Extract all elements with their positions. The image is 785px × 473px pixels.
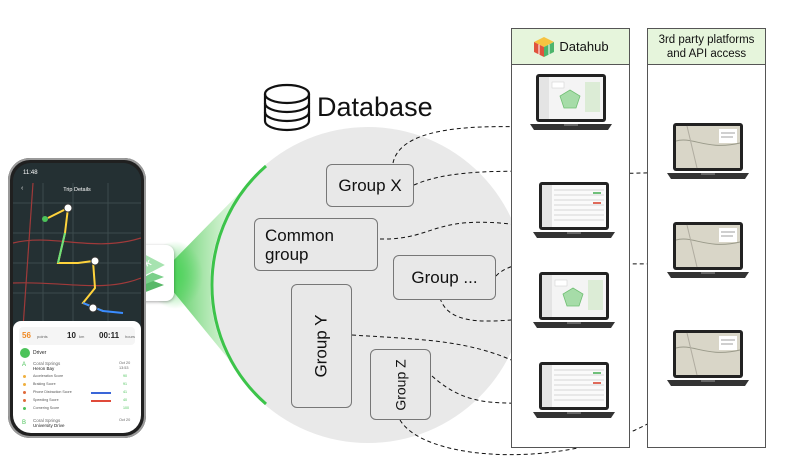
datahub-laptop-1-icon [530, 72, 612, 139]
score-name: Speeding Score [33, 398, 59, 402]
connector-groupx-datahub1 [392, 123, 527, 164]
group-y-box: Group Y [291, 284, 352, 408]
database-circle-rim [210, 164, 267, 406]
group-dots-box: Group ... [393, 255, 496, 300]
duration-unit: hours [125, 334, 136, 339]
duration-value: 00:11 [99, 331, 120, 340]
score-row: Speeding Score 40 [13, 397, 141, 405]
score-row: Cornering Score 100 [13, 405, 141, 413]
score-value: 41 [123, 390, 127, 394]
thirdparty-laptop-3-icon [667, 328, 749, 395]
phone-time: 11:48 [23, 170, 38, 176]
distance-unit: km [79, 334, 85, 339]
score-name: Acceleration Score [33, 374, 64, 378]
score-value: 100 [123, 406, 129, 410]
trip-stats-bar: 56 points 10 km 00:11 hours [19, 327, 135, 345]
score-value: 40 [123, 398, 127, 402]
points-label: points [37, 334, 48, 339]
driver-icon [20, 348, 30, 358]
common-group-label: Common group [265, 225, 334, 264]
score-name: Braking Score [33, 382, 56, 386]
start-place: Coral Springs [33, 361, 61, 366]
score-bar [91, 400, 111, 402]
end-date: Oct 20 [119, 418, 131, 422]
datahub-laptop-2-icon [533, 180, 615, 247]
score-dot-icon [23, 391, 26, 394]
group-dots-label: Group ... [411, 267, 478, 287]
database-label: Database [317, 92, 433, 122]
trip-map [13, 163, 141, 328]
trip-summary-sheet: 56 points 10 km 00:11 hours Driver A Cor… [13, 321, 141, 433]
trip-route [47, 206, 104, 312]
third-party-header: 3rd party platforms and API access [648, 29, 765, 65]
third-party-title: 3rd party platforms and API access [658, 33, 755, 60]
start-marker: A [22, 362, 27, 368]
database-icon [263, 83, 311, 132]
end-street: University Drive [33, 423, 65, 428]
group-z-label: Group Z [392, 358, 409, 411]
score-row: Phone Distraction Score 41 [13, 389, 141, 397]
datahub-logo-icon [534, 36, 555, 57]
start-street: Heron Bay [33, 366, 55, 371]
start-time: 13:53 [119, 366, 129, 370]
distance-value: 10 [67, 331, 76, 340]
connector-common-datahub2 [379, 221, 542, 240]
score-name: Phone Distraction Score [33, 390, 72, 394]
common-group-box: Common group [254, 218, 378, 271]
score-dot-icon [23, 383, 26, 386]
points-value: 56 [22, 331, 31, 340]
start-date: Oct 20 [119, 361, 131, 365]
datahub-laptop-4-icon [533, 360, 615, 427]
datahub-laptop-3-icon [533, 270, 615, 337]
score-dot-icon [23, 407, 26, 410]
end-place: Coral Springs [33, 418, 61, 423]
score-name: Cornering Score [33, 406, 60, 410]
phone-title: Trip Details [63, 187, 91, 193]
score-dot-icon [23, 375, 26, 378]
datahub-title: Datahub [559, 38, 609, 54]
group-x-label: Group X [338, 175, 402, 195]
group-z-box: Group Z [370, 349, 431, 420]
phone-screen: 11:48 ‹ Trip Details 56 points 10 km 00:… [13, 163, 141, 433]
thirdparty-laptop-1-icon [667, 121, 749, 188]
score-row: Braking Score 91 [13, 381, 141, 389]
end-marker: B [22, 420, 27, 426]
score-value: 90 [123, 374, 127, 378]
back-icon[interactable]: ‹ [21, 185, 24, 192]
datahub-header: Datahub [512, 29, 629, 65]
phone-mockup: 11:48 ‹ Trip Details 56 points 10 km 00:… [8, 158, 146, 438]
score-dot-icon [23, 399, 26, 402]
database-circle [210, 127, 526, 443]
score-value: 91 [123, 382, 127, 386]
thirdparty-laptop-2-icon [667, 220, 749, 287]
group-x-box: Group X [326, 164, 414, 207]
driver-label: Driver [33, 350, 47, 356]
group-y-label: Group Y [311, 314, 331, 378]
connector-groupy-datahub4 [351, 334, 537, 373]
score-row: Acceleration Score 90 [13, 373, 141, 381]
score-bar [91, 392, 111, 394]
